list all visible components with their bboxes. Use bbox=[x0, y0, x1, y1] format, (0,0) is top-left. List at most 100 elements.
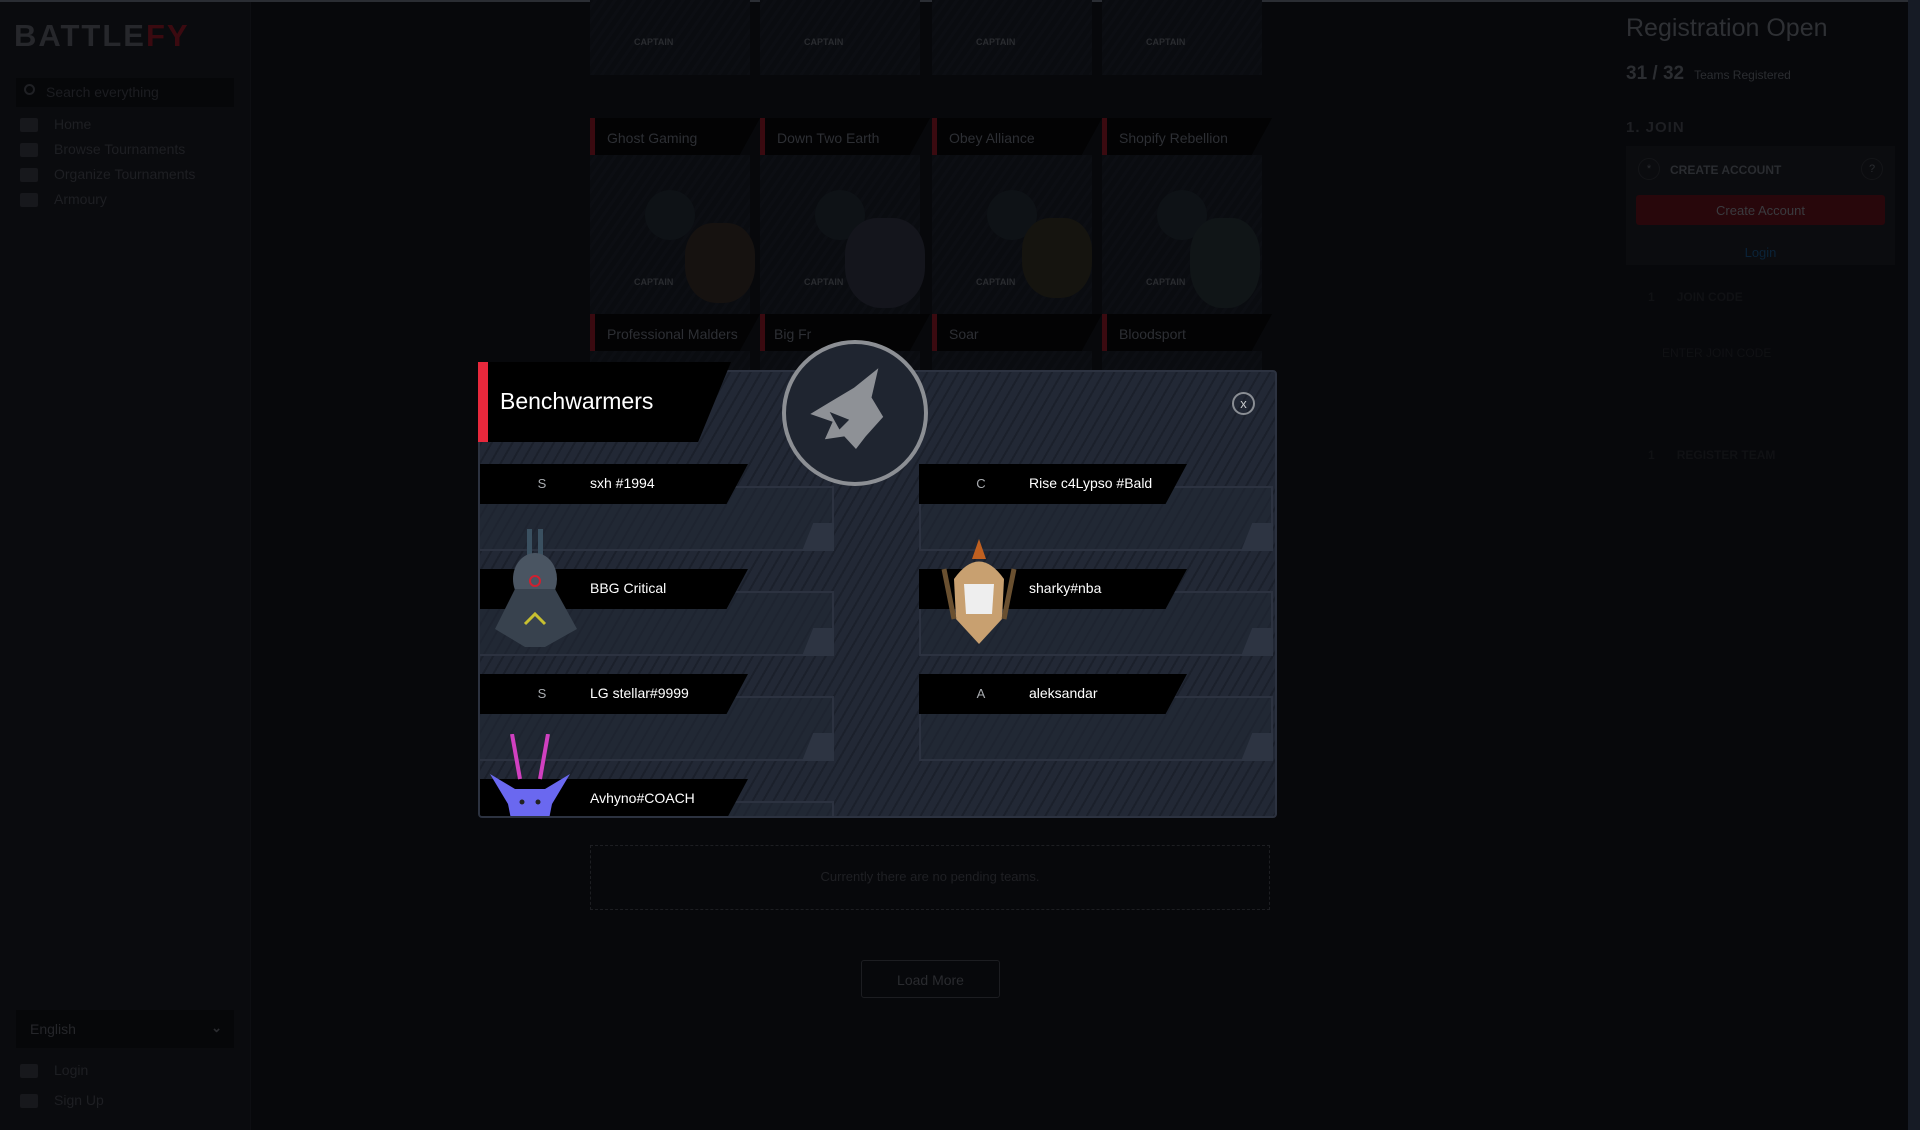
player-role: A bbox=[976, 686, 986, 701]
join-code-input[interactable]: ENTER JOIN CODE bbox=[1662, 346, 1772, 360]
team-name: Soar bbox=[932, 314, 1102, 351]
sidebar: BATTLEFY Search everything Home Browse T… bbox=[0, 2, 251, 1130]
player-name[interactable]: Avhyno#COACH bbox=[590, 790, 695, 806]
load-more-button[interactable]: Load More bbox=[861, 960, 1000, 998]
nav-label: Armoury bbox=[54, 191, 107, 207]
home-icon bbox=[20, 118, 38, 133]
step-number: 1 bbox=[1648, 290, 1655, 304]
search-placeholder: Search everything bbox=[46, 84, 159, 100]
team-name: Professional Malders bbox=[590, 314, 760, 351]
captain-label: CAPTAIN bbox=[804, 277, 844, 287]
captain-label: CAPTAIN bbox=[634, 37, 674, 47]
chevron-down-icon: ⌄ bbox=[211, 1020, 222, 1035]
sidebar-login[interactable]: Login bbox=[20, 1062, 89, 1079]
team-logo bbox=[645, 190, 695, 240]
captain-avatar bbox=[1022, 218, 1092, 298]
registration-status: Registration Open bbox=[1626, 14, 1828, 42]
sidebar-item-organize-tournaments[interactable]: Organize Tournaments bbox=[20, 166, 196, 183]
player-role: S bbox=[537, 686, 547, 701]
player-role: S bbox=[537, 476, 547, 491]
captain-label: CAPTAIN bbox=[804, 37, 844, 47]
captain-label: CAPTAIN bbox=[976, 277, 1016, 287]
login-icon bbox=[20, 1064, 38, 1079]
team-name: Ghost Gaming bbox=[590, 118, 760, 155]
create-account-button[interactable]: Create Account bbox=[1636, 195, 1885, 225]
step-indicator: * bbox=[1638, 158, 1660, 180]
team-name: Shopify Rebellion bbox=[1102, 118, 1272, 155]
load-more-label: Load More bbox=[897, 972, 964, 988]
player-role: C bbox=[976, 476, 986, 491]
nav-label: Home bbox=[54, 116, 92, 132]
captain-avatar bbox=[1190, 218, 1260, 308]
shield-icon bbox=[20, 193, 38, 208]
team-name: Obey Alliance bbox=[932, 118, 1102, 155]
player-name[interactable]: BBG Critical bbox=[590, 580, 667, 596]
pending-empty-text: Currently there are no pending teams. bbox=[820, 869, 1040, 884]
player-bar: S LG stellar#9999 bbox=[480, 674, 748, 714]
language-value: English bbox=[30, 1021, 76, 1037]
team-name: Benchwarmers bbox=[500, 388, 654, 414]
player-slot: S LG stellar#9999 bbox=[480, 674, 834, 779]
search-icon bbox=[24, 84, 35, 95]
team-name: Down Two Earth bbox=[760, 118, 930, 155]
player-avatar bbox=[490, 734, 570, 816]
player-slot: sharky#nba bbox=[919, 539, 1273, 674]
logo-accent: FY bbox=[145, 18, 190, 53]
count-separator: / bbox=[1652, 63, 1658, 84]
join-code-label: JOIN CODE bbox=[1676, 290, 1743, 304]
player-bar: C Rise c4Lypso #Bald bbox=[919, 464, 1187, 504]
close-modal-button[interactable]: x bbox=[1232, 392, 1255, 415]
step-number: 1 bbox=[1648, 448, 1655, 462]
player-name[interactable]: LG stellar#9999 bbox=[590, 685, 689, 701]
captain-label: CAPTAIN bbox=[634, 277, 674, 287]
team-logo-wolf-icon bbox=[782, 340, 928, 486]
create-account-card: * CREATE ACCOUNT ? Create Account Login bbox=[1626, 146, 1895, 265]
close-icon: x bbox=[1240, 396, 1247, 411]
sidebar-item-browse-tournaments[interactable]: Browse Tournaments bbox=[20, 141, 185, 158]
player-avatar bbox=[941, 539, 1017, 644]
signup-icon bbox=[20, 1094, 38, 1109]
nav-label: Organize Tournaments bbox=[54, 166, 196, 182]
help-icon[interactable]: ? bbox=[1861, 158, 1883, 180]
captain-avatar bbox=[685, 223, 755, 303]
captain-avatar bbox=[845, 218, 925, 308]
player-slot: C Rise c4Lypso #Bald bbox=[919, 464, 1273, 569]
player-name[interactable]: sharky#nba bbox=[1029, 580, 1102, 596]
sidebar-item-home[interactable]: Home bbox=[20, 116, 92, 133]
logo-text: BATTLE bbox=[14, 18, 146, 53]
captain-label: CAPTAIN bbox=[976, 37, 1016, 47]
search-input[interactable]: Search everything bbox=[16, 78, 234, 107]
player-name[interactable]: aleksandar bbox=[1029, 685, 1098, 701]
player-name[interactable]: Rise c4Lypso #Bald bbox=[1029, 475, 1153, 491]
registered-count: 31 bbox=[1626, 63, 1648, 84]
sidebar-item-armoury[interactable]: Armoury bbox=[20, 191, 107, 208]
nav-label: Login bbox=[54, 1062, 89, 1078]
player-name[interactable]: sxh #1994 bbox=[590, 475, 655, 491]
team-capacity: 32 bbox=[1662, 63, 1685, 84]
create-account-heading: CREATE ACCOUNT bbox=[1670, 163, 1782, 177]
teams-registered: 31 / 32 Teams Registered bbox=[1626, 63, 1791, 85]
battlefy-logo[interactable]: BATTLEFY bbox=[14, 18, 190, 54]
page-scrollbar[interactable] bbox=[1908, 0, 1920, 1130]
captain-label: CAPTAIN bbox=[1146, 277, 1186, 287]
player-slot: Avhyno#COACH bbox=[480, 734, 834, 816]
join-heading: 1. JOIN bbox=[1626, 119, 1685, 136]
pending-teams-empty: Currently there are no pending teams. bbox=[590, 845, 1270, 910]
modal-team-title: Benchwarmers bbox=[478, 362, 731, 442]
login-link[interactable]: Login bbox=[1744, 245, 1777, 260]
registered-label: Teams Registered bbox=[1694, 68, 1791, 82]
sidebar-signup[interactable]: Sign Up bbox=[20, 1092, 104, 1109]
player-slot: BBG Critical bbox=[480, 529, 834, 674]
join-code-heading: 1 JOIN CODE bbox=[1648, 290, 1743, 304]
trophy-icon bbox=[20, 143, 38, 158]
wrench-icon bbox=[20, 168, 38, 183]
language-select[interactable]: English ⌄ bbox=[16, 1010, 234, 1048]
player-avatar bbox=[495, 529, 577, 647]
nav-label: Sign Up bbox=[54, 1092, 104, 1108]
